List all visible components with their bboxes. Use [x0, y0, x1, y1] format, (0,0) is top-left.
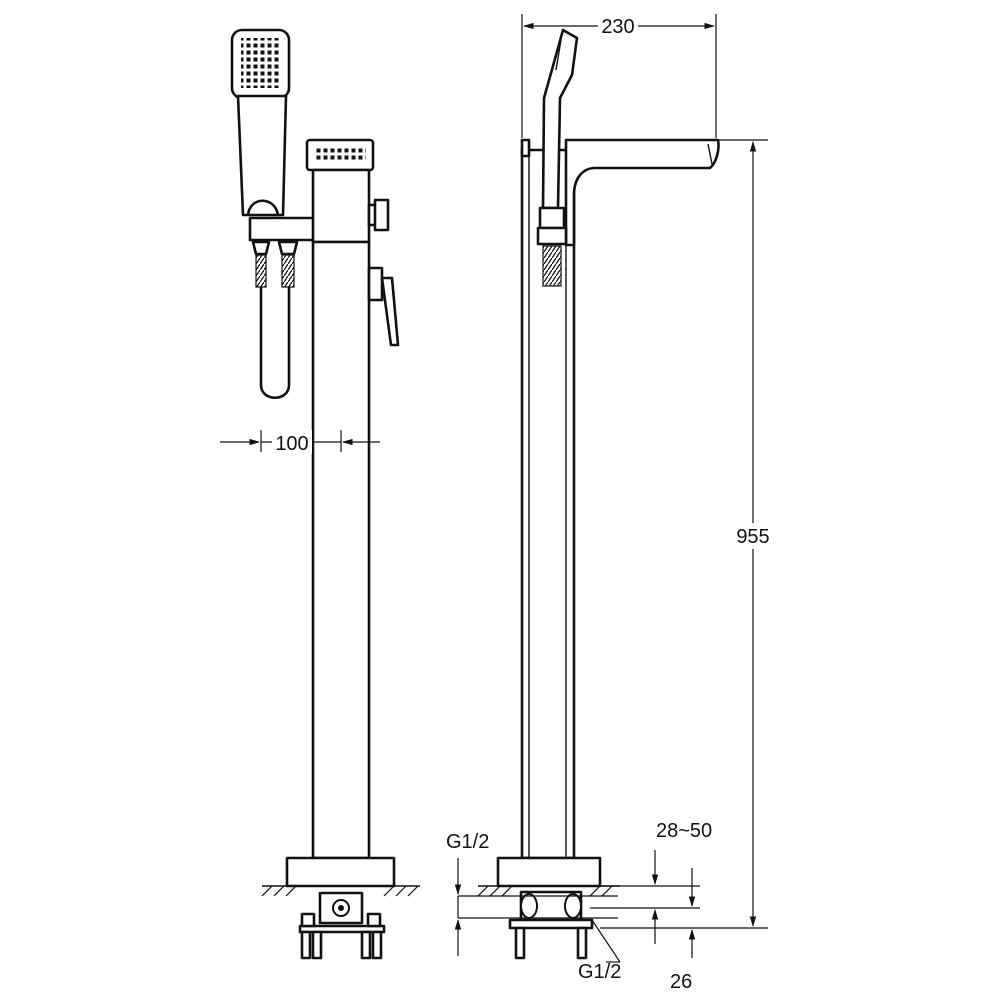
shower-hose: [259, 286, 291, 400]
handle-holder-cup: [246, 199, 280, 217]
side-floor-hatch: [477, 885, 613, 897]
dimension-100: 100: [220, 430, 380, 455]
range-28-50-label: 28~50: [656, 820, 712, 842]
dimension-955-label: 955: [736, 526, 769, 548]
side-view-faucet-icon: 230 955 G1/2 28~50: [446, 14, 775, 993]
floor-hatch: [261, 885, 419, 897]
dimension-26: 26: [670, 868, 696, 993]
dimension-955: 955: [600, 139, 775, 929]
dimension-g12-top: G1/2: [446, 831, 618, 956]
stud-right-a: [360, 930, 372, 960]
side-top-cap: [520, 138, 531, 158]
dimension-28-50: 28~50: [590, 820, 712, 944]
side-mounting-plate: [508, 918, 594, 930]
side-hose-connector: [536, 226, 568, 246]
hose-connector-left: [251, 240, 271, 256]
hand-shower-handle: [236, 94, 288, 217]
floor-flange: [285, 856, 396, 888]
bolt-head-left: [300, 912, 316, 928]
dimension-26-label: 26: [670, 971, 692, 993]
shower-bracket: [248, 216, 316, 242]
side-shower-holder: [538, 206, 566, 230]
faucet-body: [311, 168, 371, 244]
stud-right-b: [371, 930, 383, 960]
side-floor-flange: [496, 856, 602, 888]
lever-handle: [380, 276, 400, 347]
side-stud-left: [514, 926, 526, 960]
g12-top-label: G1/2: [446, 831, 489, 853]
g12-bottom-label: G1/2: [578, 961, 621, 983]
stud-left-b: [311, 930, 323, 960]
side-spout: [564, 138, 720, 247]
dimension-230: 230: [521, 14, 717, 138]
front-view-faucet-icon: 100: [220, 28, 420, 960]
side-hose-coil: [542, 245, 562, 287]
side-stud-right: [576, 926, 588, 960]
spray-nozzles: [241, 38, 280, 88]
dimension-230-label: 230: [601, 16, 634, 38]
mounting-plate: [298, 924, 386, 934]
hose-coil-left: [255, 254, 267, 288]
faucet-column: [311, 240, 371, 860]
diverter-knob: [373, 198, 390, 232]
spout-outlet: [314, 148, 366, 161]
dimension-g12-bottom: G1/2: [578, 919, 621, 983]
dimension-100-label: 100: [275, 433, 308, 455]
underfloor-box: [318, 891, 364, 925]
stud-left-a: [300, 930, 312, 960]
hose-coil-right: [281, 254, 295, 288]
hose-connector-right: [277, 240, 299, 256]
bolt-head-right: [366, 912, 382, 928]
lever-mount: [367, 266, 384, 302]
